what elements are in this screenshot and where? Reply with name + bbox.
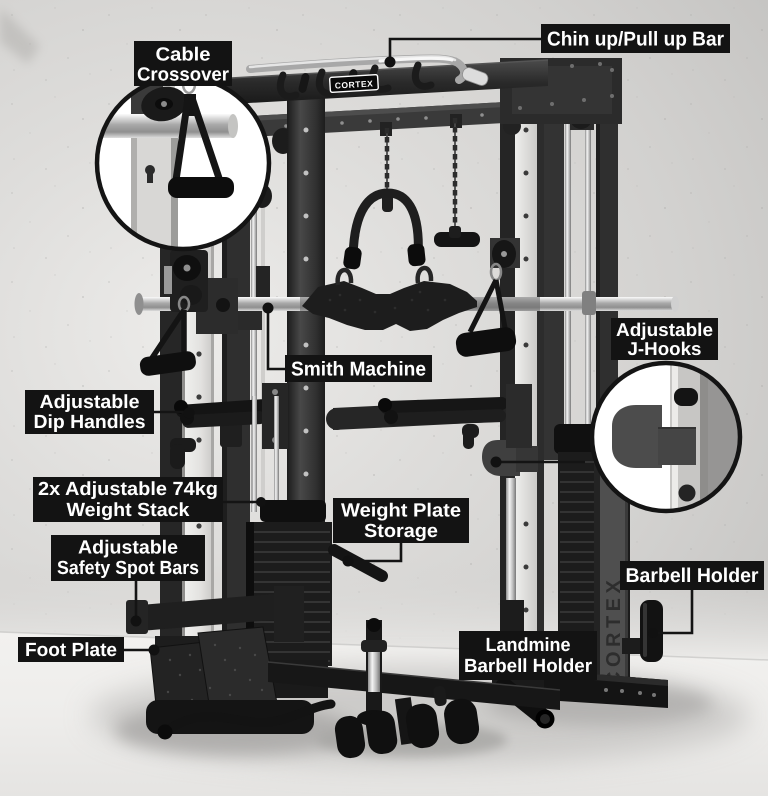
svg-text:CORTEX: CORTEX — [603, 576, 625, 686]
svg-text:Landmine: Landmine — [486, 635, 571, 656]
svg-text:Smith Machine: Smith Machine — [291, 359, 426, 381]
svg-text:Storage: Storage — [364, 521, 438, 542]
svg-text:Chin up/Pull up Bar: Chin up/Pull up Bar — [547, 29, 724, 51]
svg-text:Weight Plate: Weight Plate — [341, 501, 461, 522]
svg-text:Barbell Holder: Barbell Holder — [626, 565, 759, 587]
svg-text:Weight Stack: Weight Stack — [67, 500, 190, 521]
svg-text:Adjustable: Adjustable — [40, 392, 140, 413]
svg-text:Cable: Cable — [156, 45, 211, 66]
svg-text:J-Hooks: J-Hooks — [628, 338, 702, 359]
svg-text:Foot Plate: Foot Plate — [25, 640, 117, 661]
svg-text:Dip Handles: Dip Handles — [34, 412, 146, 433]
svg-text:Barbell Holder: Barbell Holder — [464, 656, 593, 677]
svg-text:CORTEX: CORTEX — [335, 78, 374, 90]
svg-text:Adjustable: Adjustable — [78, 538, 178, 559]
svg-text:2x Adjustable 74kg: 2x Adjustable 74kg — [38, 479, 218, 500]
svg-text:Crossover: Crossover — [137, 65, 230, 86]
svg-text:Adjustable: Adjustable — [616, 319, 713, 340]
svg-text:Safety Spot Bars: Safety Spot Bars — [57, 558, 199, 579]
